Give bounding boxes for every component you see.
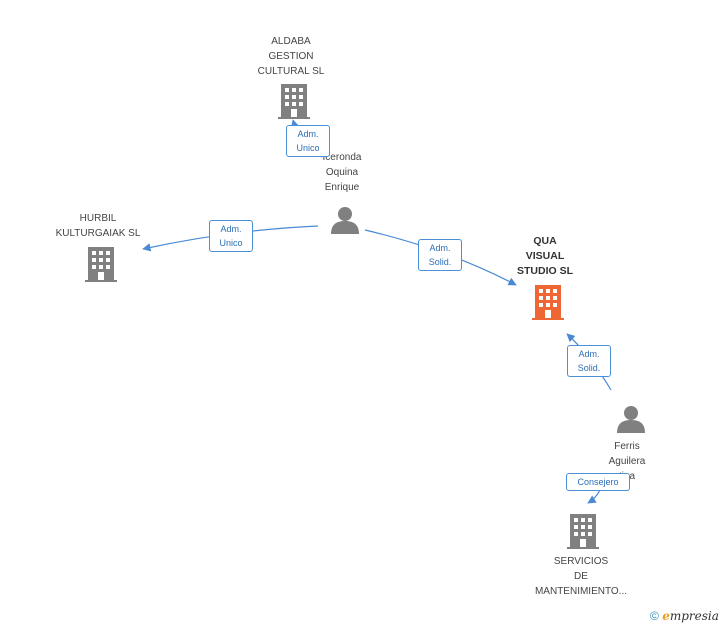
edge-label-line: Unico (219, 238, 243, 248)
node-label-servicios[interactable]: SERVICIOS DE MANTENIMIENTO... (525, 554, 637, 599)
footer-branding: © empresia (650, 609, 719, 623)
edge-label-person2-servicios[interactable]: Consejero (566, 473, 630, 491)
edge-label-person1-hurbil[interactable]: Adm. Unico (209, 220, 253, 252)
building-icon[interactable] (278, 84, 310, 119)
node-label-line: CULTURAL SL (257, 66, 325, 77)
edge-label-person2-qua[interactable]: Adm. Solid. (567, 345, 611, 377)
node-label-line: ALDABA (271, 36, 311, 47)
node-label-line: SERVICIOS (553, 556, 609, 567)
edge-label-line: Solid. (577, 363, 601, 373)
node-label-line: HURBIL (79, 213, 117, 224)
brand-initial: e (662, 609, 670, 623)
building-icon[interactable] (532, 285, 564, 320)
node-label-line: Ferris (614, 441, 640, 452)
node-label-aldaba[interactable]: ALDABA GESTION CULTURAL SL (240, 34, 342, 79)
empresia-logo[interactable]: empresia (662, 609, 719, 623)
node-label-person1[interactable]: Iceronda Oquina Enrique (302, 150, 382, 195)
node-label-line: Aguilera (608, 456, 646, 467)
node-label-line: VISUAL (525, 250, 565, 262)
node-label-line: STUDIO SL (516, 265, 573, 277)
node-label-qua[interactable]: QUA VISUAL STUDIO SL (500, 234, 590, 279)
node-label-line: DE (574, 571, 588, 582)
person-icon[interactable] (617, 406, 645, 433)
building-icon[interactable] (567, 514, 599, 549)
edge-label-line: Solid. (428, 257, 452, 267)
building-icon[interactable] (85, 247, 117, 282)
edge-line-person2-servicios (587, 489, 601, 504)
edge-label-line: Consejero (577, 477, 619, 487)
edge-label-line: Adm. (429, 243, 451, 253)
edge-label-person1-qua[interactable]: Adm. Solid. (418, 239, 462, 271)
node-label-line: Iceronda (322, 152, 362, 163)
brand-rest: mpresia (669, 609, 719, 623)
edge-label-line: Adm. (297, 129, 319, 139)
node-label-line: Enrique (324, 182, 360, 193)
node-label-line: KULTURGAIAK SL (55, 228, 141, 239)
node-label-line: GESTION (268, 51, 314, 62)
edge-label-line: Adm. (220, 224, 242, 234)
node-label-hurbil[interactable]: HURBIL KULTURGAIAK SL (40, 211, 156, 241)
node-label-line: Oquina (325, 167, 359, 178)
edge-label-line: Unico (296, 143, 320, 153)
edge-label-line: Adm. (578, 349, 600, 359)
node-label-line: MANTENIMIENTO... (534, 586, 628, 597)
person-icon[interactable] (331, 207, 359, 234)
edge-label-aldaba-person1[interactable]: Adm. Unico (286, 125, 330, 157)
node-label-line: QUA (533, 235, 557, 247)
copyright-icon: © (650, 609, 659, 623)
